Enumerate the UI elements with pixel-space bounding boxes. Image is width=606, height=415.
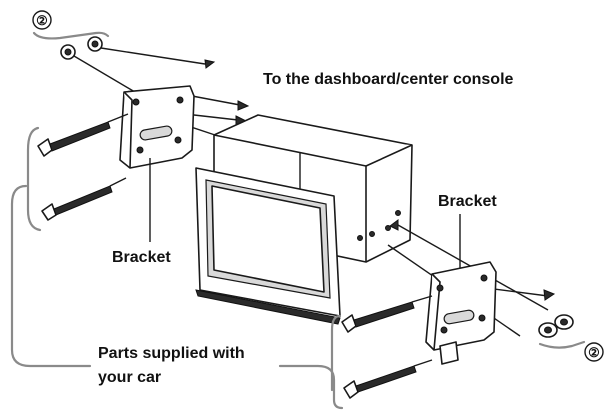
bolt-icon (60, 36, 103, 60)
callout-number-bottom: ② (588, 345, 600, 360)
screw-icon (41, 185, 113, 221)
bracket-left-label: Bracket (112, 249, 171, 266)
bracket-left (119, 85, 195, 242)
bolt-icon (538, 314, 574, 338)
screw-icon (37, 121, 111, 157)
screw-icon (341, 301, 415, 333)
screws-brace-left (26, 126, 42, 232)
parts-brace-right (278, 364, 344, 410)
guide-line (413, 359, 433, 367)
callout-2-top: ② (32, 10, 110, 40)
bracket-right-label: Bracket (438, 193, 497, 210)
destination-label: To the dashboard/center console (263, 71, 514, 88)
screw-icon (343, 365, 417, 399)
callout-brace-top (32, 31, 110, 40)
arrow-icon (389, 219, 399, 231)
bracket-right (425, 261, 497, 365)
guide-line (107, 113, 129, 123)
arrow-icon (204, 59, 216, 69)
arrow-icon (543, 289, 556, 301)
head-unit (195, 114, 413, 325)
arrow-icon (237, 100, 250, 111)
parts-brace-left (10, 184, 92, 368)
guide-line (411, 295, 433, 303)
parts-supplied-line2: your car (98, 369, 161, 386)
parts-supplied-line1: Parts supplied with (98, 345, 245, 362)
callout-number-top: ② (36, 13, 48, 28)
callout-brace-bottom (538, 340, 586, 349)
screws-brace-right (330, 314, 342, 392)
guide-line (109, 177, 127, 187)
callout-2-bottom: ② (538, 340, 604, 362)
